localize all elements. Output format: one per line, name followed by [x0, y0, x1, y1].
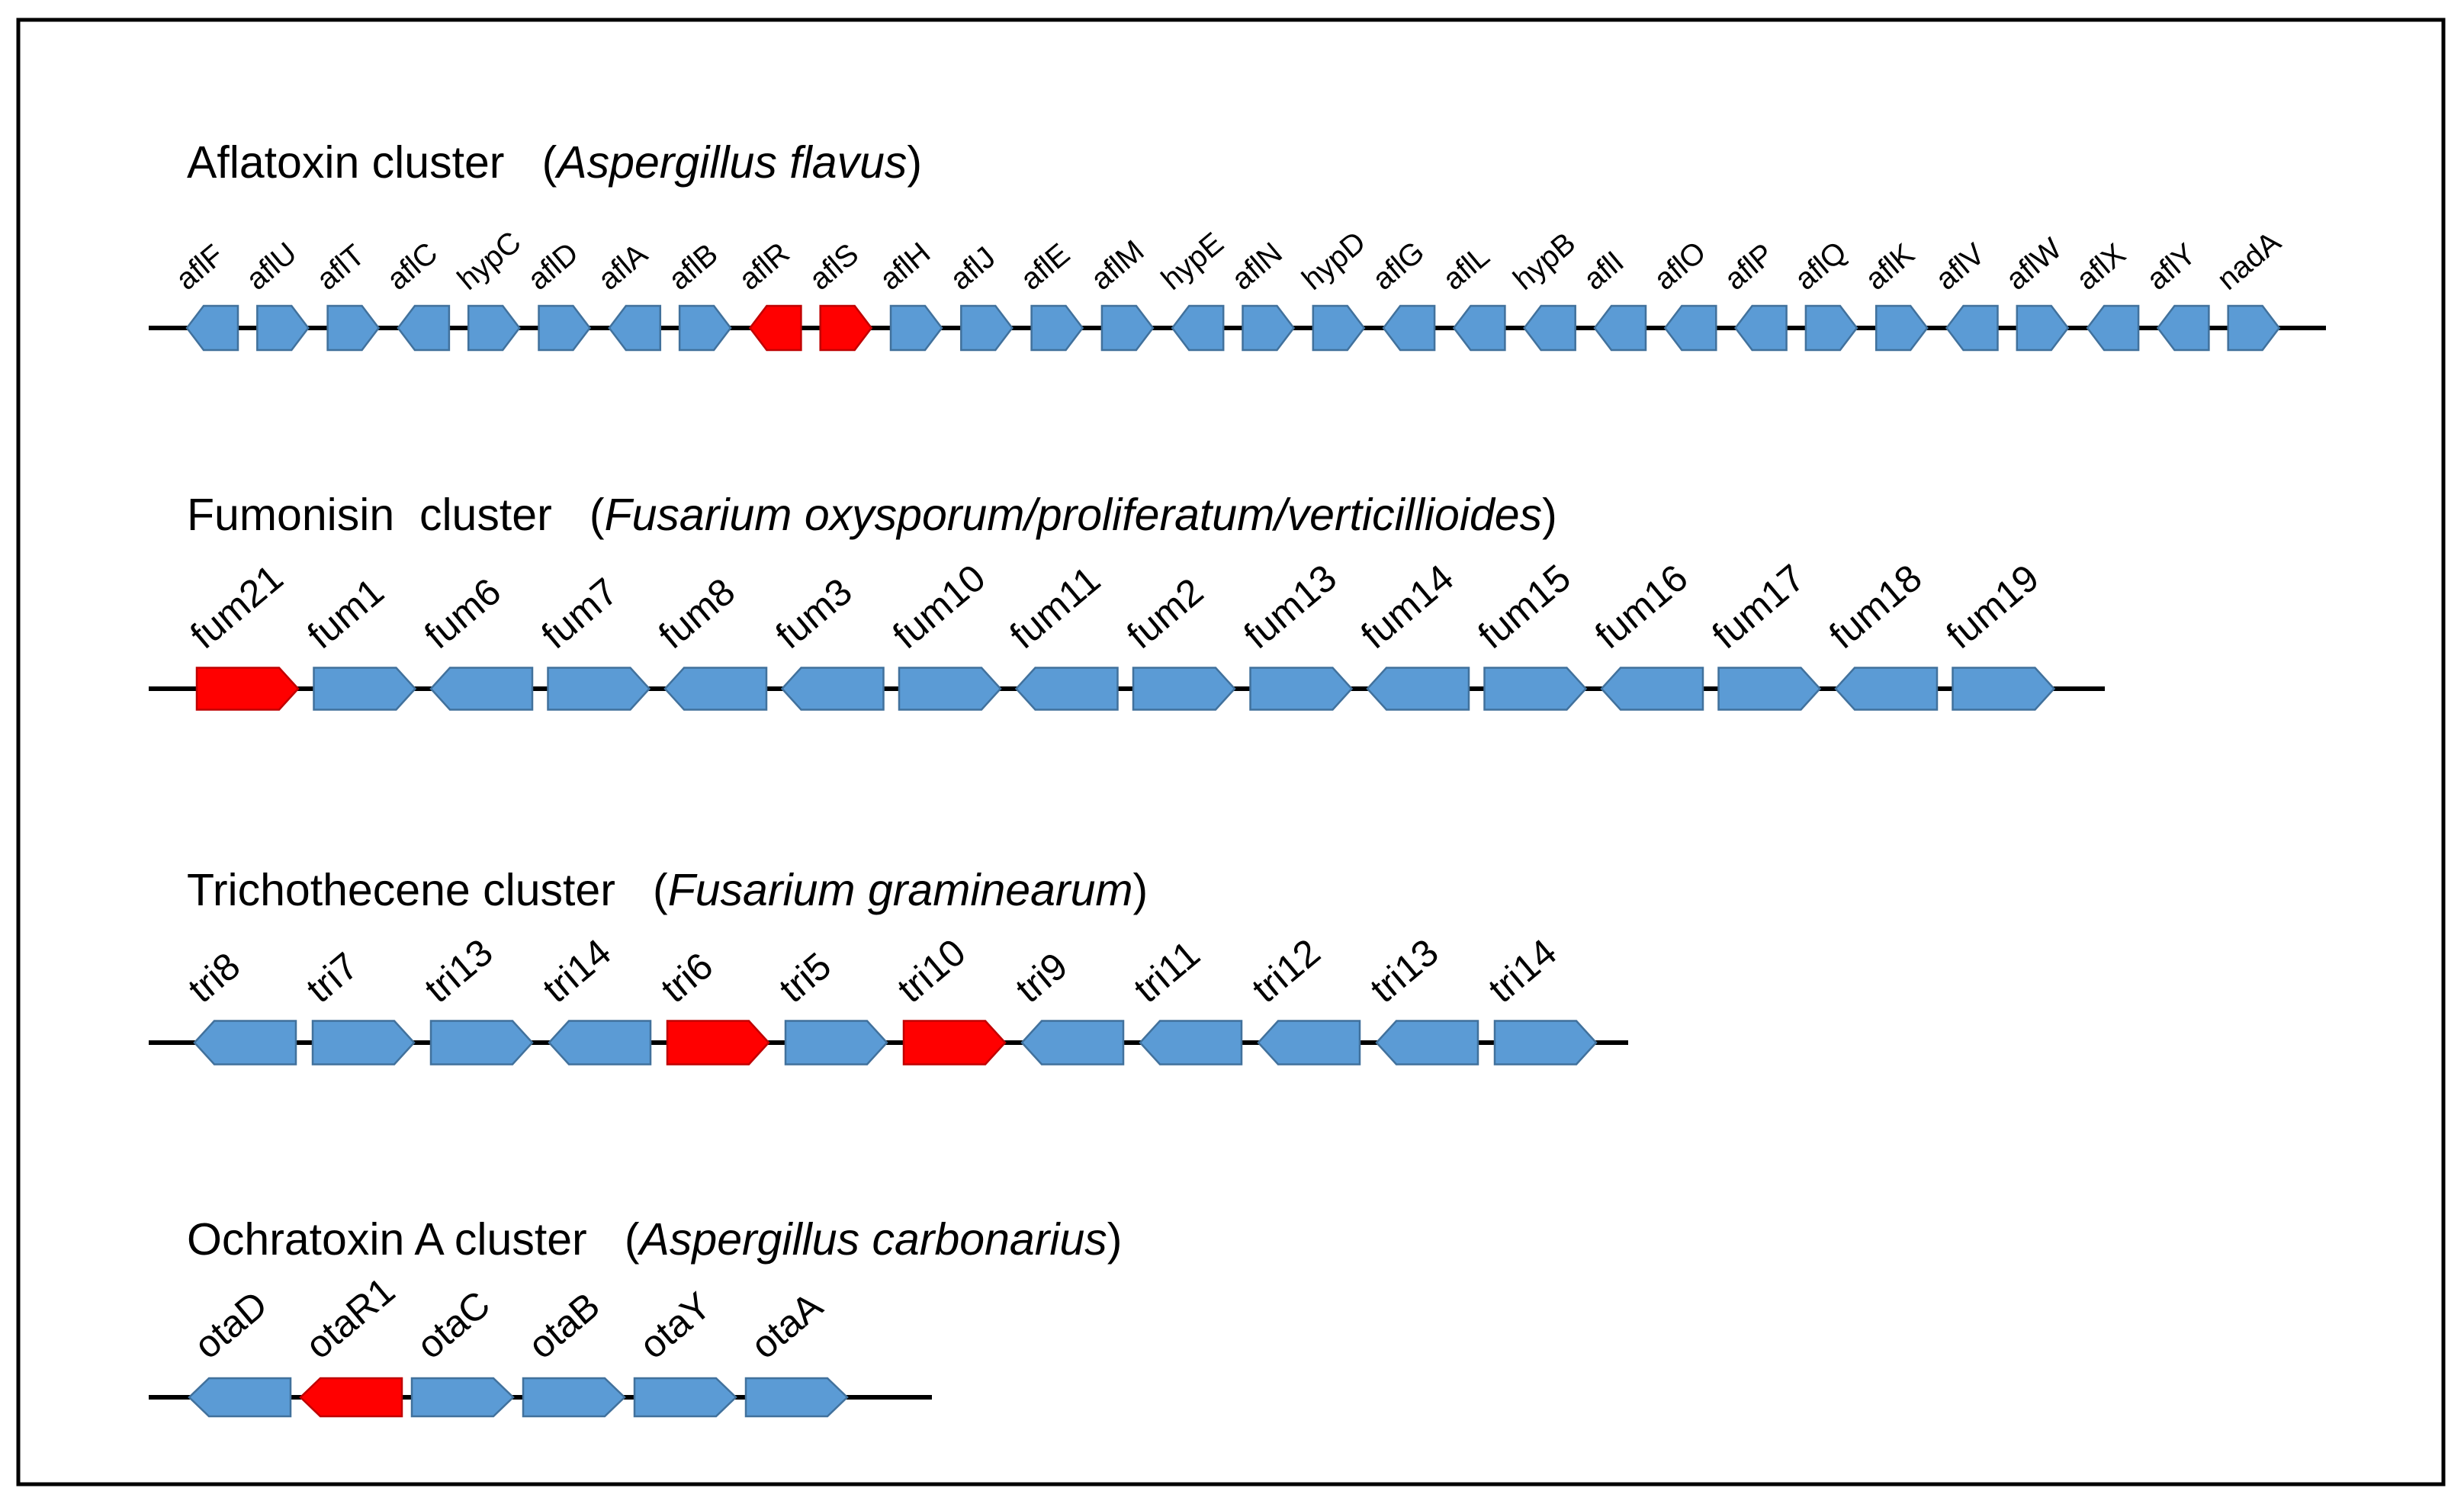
gene-arrow-aflJ	[960, 304, 1014, 352]
gene-arrow-tri13	[1375, 1020, 1479, 1065]
gene-arrow-fum10	[898, 667, 1002, 711]
gene-arrow-otaY	[633, 1377, 737, 1418]
cluster-species: Aspergillus flavus	[554, 137, 907, 188]
cluster-species: Fusarium oxysporum/proliferatum/verticil…	[605, 490, 1543, 540]
gene-arrow-fum2	[1132, 667, 1236, 711]
cluster-name: Fumonisin cluster	[187, 490, 552, 540]
gene-arrow-tri7	[311, 1020, 416, 1065]
gene-arrow-otaR1	[299, 1377, 403, 1418]
gene-arrow-aflD	[538, 304, 592, 352]
gene-arrow-aflG	[1382, 304, 1436, 352]
gene-arrow-aflB	[678, 304, 732, 352]
gene-arrow-hypE	[1171, 304, 1225, 352]
gene-arrow-aflQ	[1804, 304, 1858, 352]
cluster-name: Ochratoxin A cluster	[187, 1214, 587, 1265]
cluster-species: Aspergillus carbonarius	[638, 1214, 1107, 1265]
gene-arrow-hypC	[467, 304, 521, 352]
gene-arrow-fum8	[663, 667, 768, 711]
gene-arrow-aflK	[1875, 304, 1929, 352]
gene-arrow-aflR	[748, 304, 802, 352]
gene-arrow-aflE	[1030, 304, 1084, 352]
gene-arrow-otaA	[744, 1377, 849, 1418]
gene-arrow-fum3	[780, 667, 885, 711]
gene-arrow-aflF	[185, 304, 239, 352]
cluster-title: Ochratoxin A cluster (Aspergillus carbon…	[187, 1214, 1122, 1265]
gene-arrow-aflL	[1452, 304, 1506, 352]
gene-arrow-fum14	[1366, 667, 1470, 711]
gene-arrow-fum13	[1249, 667, 1354, 711]
gene-arrow-otaB	[522, 1377, 626, 1418]
gene-arrow-tri14	[548, 1020, 652, 1065]
cluster-name: Trichothecene cluster	[187, 865, 615, 915]
gene-arrow-fum15	[1483, 667, 1588, 711]
cluster-species: Fusarium graminearum	[668, 865, 1133, 915]
gene-arrow-aflT	[326, 304, 381, 352]
gene-arrow-aflC	[397, 304, 451, 352]
gene-arrow-fum18	[1834, 667, 1939, 711]
gene-arrow-aflN	[1242, 304, 1296, 352]
gene-arrow-tri5	[784, 1020, 888, 1065]
gene-arrow-tri6	[666, 1020, 770, 1065]
gene-arrow-aflM	[1100, 304, 1155, 352]
gene-arrow-fum7	[547, 667, 651, 711]
gene-arrow-tri10	[902, 1020, 1007, 1065]
gene-arrow-aflI	[1593, 304, 1647, 352]
gene-arrow-aflY	[2156, 304, 2210, 352]
cluster-title: Fumonisin cluster (Fusarium oxysporum/pr…	[187, 490, 1557, 540]
gene-arrow-tri9	[1020, 1020, 1125, 1065]
gene-arrow-aflS	[819, 304, 873, 352]
gene-arrow-aflU	[256, 304, 310, 352]
cluster-title: Aflatoxin cluster (Aspergillus flavus)	[187, 137, 922, 188]
gene-arrow-tri14	[1493, 1020, 1598, 1065]
gene-arrow-hypB	[1523, 304, 1576, 352]
gene-arrow-aflA	[608, 304, 662, 352]
gene-arrow-aflP	[1734, 304, 1788, 352]
gene-arrow-otaC	[410, 1377, 515, 1418]
cluster-title: Trichothecene cluster (Fusarium graminea…	[187, 865, 1148, 915]
gene-arrow-nadA	[2227, 304, 2281, 352]
gene-arrow-tri13	[429, 1020, 534, 1065]
gene-arrow-hypD	[1312, 304, 1366, 352]
gene-arrow-aflO	[1663, 304, 1717, 352]
gene-arrow-fum11	[1014, 667, 1119, 711]
gene-arrow-fum21	[195, 667, 300, 711]
gene-arrow-tri8	[193, 1020, 297, 1065]
gene-arrow-aflW	[2016, 304, 2070, 352]
gene-arrow-fum17	[1717, 667, 1822, 711]
gene-arrow-aflV	[1945, 304, 1999, 352]
gene-arrow-fum16	[1600, 667, 1704, 711]
gene-arrow-fum19	[1952, 667, 2056, 711]
gene-arrow-aflH	[889, 304, 943, 352]
gene-arrow-tri11	[1139, 1020, 1243, 1065]
cluster-name: Aflatoxin cluster	[187, 137, 504, 188]
gene-arrow-fum1	[313, 667, 417, 711]
gene-arrow-otaD	[188, 1377, 292, 1418]
figure-frame	[16, 18, 2446, 1487]
gene-arrow-fum6	[429, 667, 534, 711]
gene-arrow-tri12	[1257, 1020, 1361, 1065]
gene-arrow-aflX	[2086, 304, 2140, 352]
